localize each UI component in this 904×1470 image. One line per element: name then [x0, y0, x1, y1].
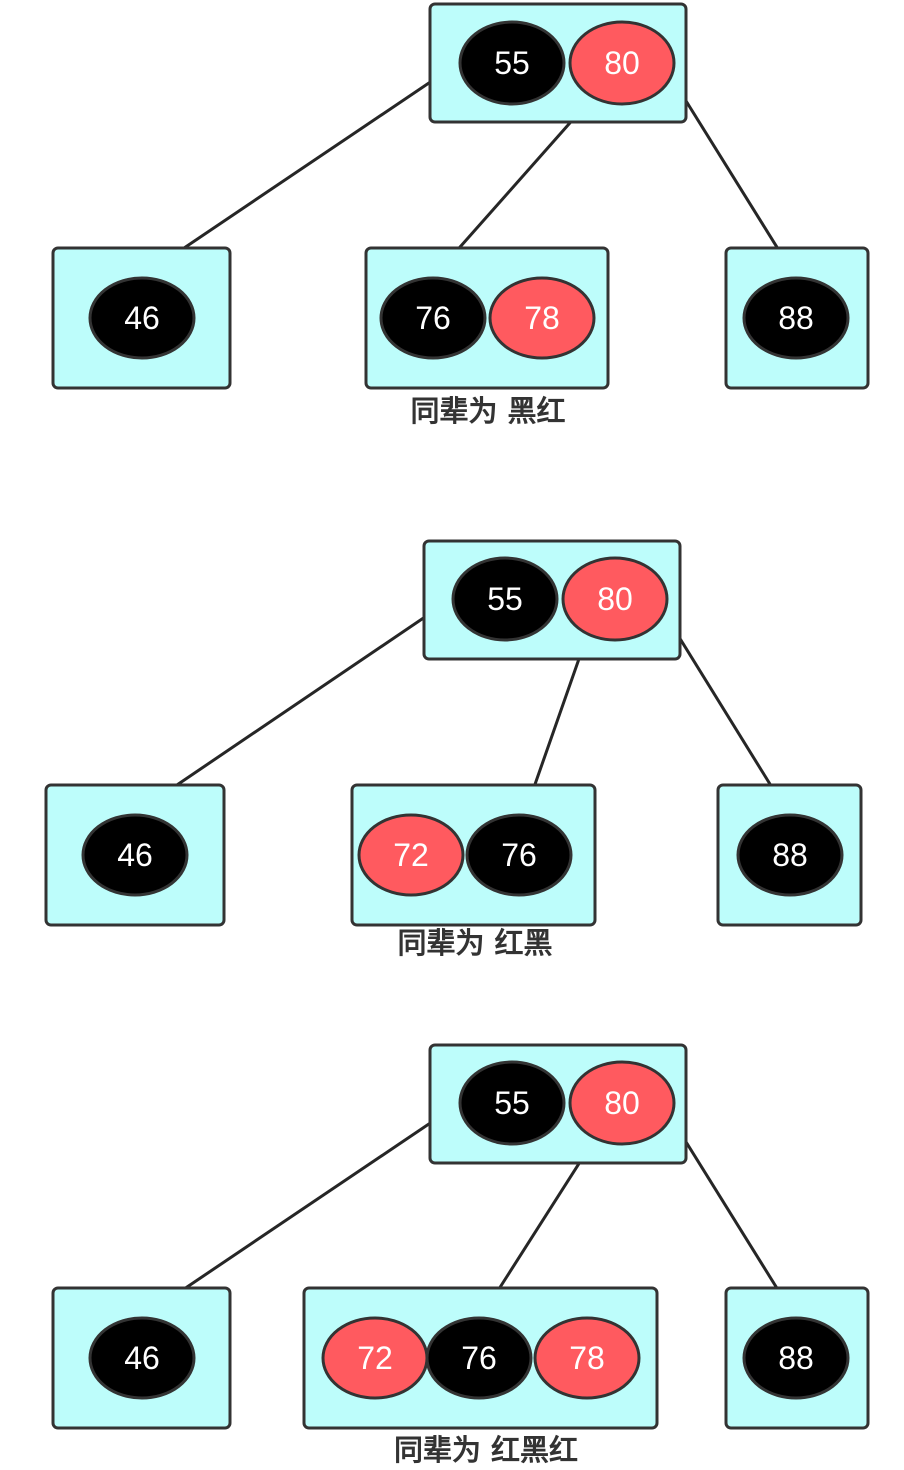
edge-80-to-76-78: [435, 97, 594, 275]
key-ellipse: [379, 276, 487, 360]
key-label: 76: [501, 837, 537, 873]
key-ellipse: [488, 276, 596, 360]
sibling-caption: 同辈为 黑红: [410, 394, 565, 428]
diagram-1: 55 80 46 76 78 88 同辈为 黑红: [51, 2, 870, 428]
edge-80-to-88: [664, 615, 788, 812]
key-ellipse: [736, 813, 844, 897]
key-ellipse: [88, 1316, 196, 1400]
key-88: 88: [742, 276, 850, 360]
key-label: 80: [597, 581, 633, 617]
key-label: 72: [393, 837, 429, 873]
key-55: 55: [451, 556, 559, 642]
sibling-caption: 同辈为 红黑: [397, 926, 552, 960]
key-88: 88: [742, 1316, 850, 1400]
key-ellipse: [568, 1060, 676, 1146]
diagram-3: 55 80 46 72 76 78 88 同辈为 红黑红: [51, 1043, 870, 1467]
key-label: 78: [569, 1340, 605, 1376]
key-label: 80: [604, 45, 640, 81]
key-ellipse: [742, 276, 850, 360]
key-label: 55: [494, 1085, 530, 1121]
key-76: 76: [465, 813, 573, 897]
key-72: 72: [357, 813, 465, 897]
edge-55-to-46: [145, 60, 461, 275]
key-46: 46: [81, 813, 189, 897]
key-80: 80: [568, 1060, 676, 1146]
key-78: 78: [488, 276, 596, 360]
edge-80-to-72-76-78: [481, 1139, 596, 1316]
key-ellipse: [88, 276, 196, 360]
key-label: 76: [461, 1340, 497, 1376]
key-ellipse: [81, 813, 189, 897]
key-label: 80: [604, 1085, 640, 1121]
key-label: 55: [487, 581, 523, 617]
key-ellipse: [533, 1316, 641, 1400]
key-label: 55: [494, 45, 530, 81]
key-label: 88: [778, 1340, 814, 1376]
key-78: 78: [533, 1316, 641, 1400]
edge-80-to-88: [671, 1120, 795, 1316]
key-ellipse: [451, 556, 559, 642]
key-72: 72: [321, 1316, 429, 1400]
edge-55-to-46: [138, 596, 454, 812]
key-ellipse: [425, 1316, 533, 1400]
key-ellipse: [568, 20, 676, 106]
key-ellipse: [742, 1316, 850, 1400]
key-ellipse: [465, 813, 573, 897]
key-label: 76: [415, 300, 451, 336]
key-label: 46: [124, 1340, 160, 1376]
edge-55-to-46: [145, 1101, 461, 1316]
key-80: 80: [568, 20, 676, 106]
key-ellipse: [357, 813, 465, 897]
key-46: 46: [88, 1316, 196, 1400]
diagram-2: 55 80 46 72 76 88 同辈为 红黑: [44, 539, 863, 960]
key-76: 76: [425, 1316, 533, 1400]
key-88: 88: [736, 813, 844, 897]
edge-80-to-72-76: [523, 635, 589, 812]
key-label: 72: [357, 1340, 393, 1376]
key-label: 88: [778, 300, 814, 336]
edge-80-to-88: [671, 79, 795, 275]
key-76: 76: [379, 276, 487, 360]
sibling-caption: 同辈为 红黑红: [394, 1433, 578, 1467]
key-46: 46: [88, 276, 196, 360]
key-ellipse: [458, 20, 566, 106]
key-label: 78: [524, 300, 560, 336]
key-label: 46: [124, 300, 160, 336]
key-80: 80: [561, 556, 669, 642]
key-ellipse: [458, 1060, 566, 1146]
key-ellipse: [561, 556, 669, 642]
key-label: 46: [117, 837, 153, 873]
key-55: 55: [458, 20, 566, 106]
key-label: 88: [772, 837, 808, 873]
key-55: 55: [458, 1060, 566, 1146]
